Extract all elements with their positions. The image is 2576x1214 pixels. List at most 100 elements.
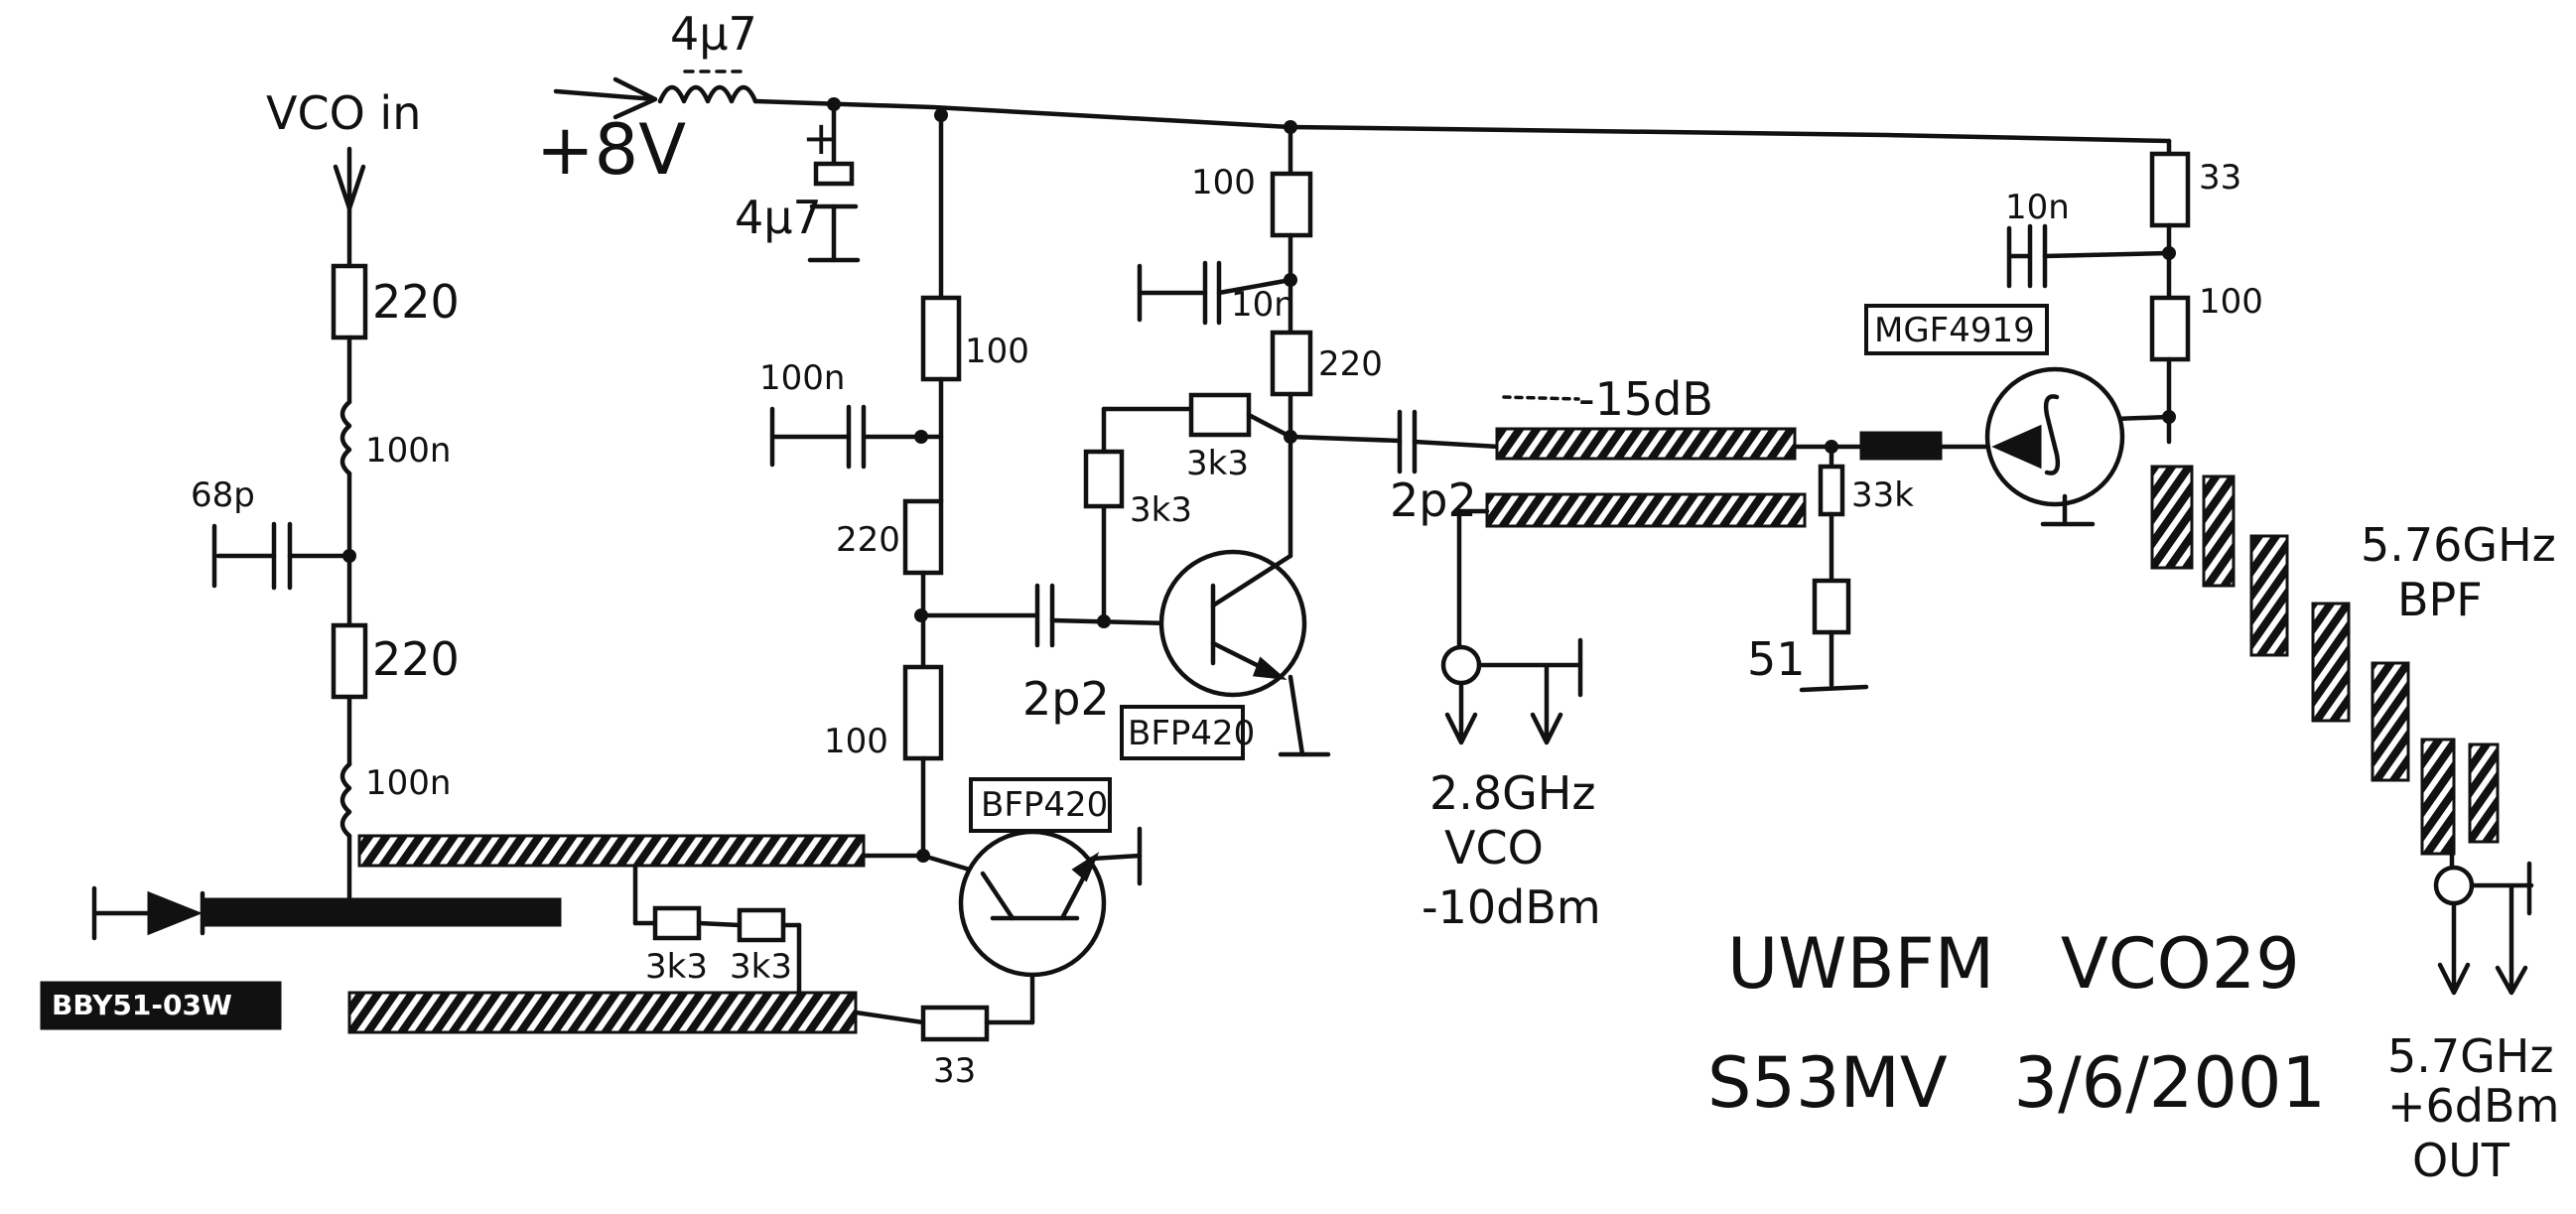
- q2-emitter-wire: [853, 1010, 926, 1025]
- vco-out-connector: [1440, 644, 1482, 686]
- electrolytic-plus: +: [802, 111, 841, 165]
- bpf-freq-label: 5.76GHz: [2361, 518, 2556, 572]
- choke-4u7: [657, 84, 758, 104]
- output-connector: [2433, 865, 2475, 906]
- supply-8v-label: +8V: [536, 109, 686, 191]
- q2-part-label: BFP420: [981, 785, 1108, 825]
- mmic-input-line: [1859, 431, 1943, 461]
- vco-out-arrow: [1444, 682, 1478, 745]
- output-level: +6dBm: [2387, 1079, 2559, 1133]
- resistor-100-b-label: 100: [824, 722, 888, 761]
- resistor-100-a-label: 100: [965, 332, 1029, 371]
- resistor-220-top-label: 220: [372, 275, 460, 329]
- coupler-coupled-line: [1485, 492, 1807, 528]
- q1-collector: [1210, 553, 1293, 608]
- bpf-resonator-6: [2420, 738, 2456, 856]
- resistor-33-a: [920, 1005, 990, 1042]
- resistor-33k: [1818, 464, 1845, 517]
- resistor-100-a: [920, 295, 962, 382]
- bpf-resonator-5: [2371, 661, 2410, 782]
- output-freq: 5.7GHz: [2387, 1029, 2554, 1083]
- resistor-220-c: [1270, 330, 1313, 397]
- vco-out-level: -10dBm: [1422, 880, 1601, 934]
- resistor-3k3-d-label: 3k3: [730, 947, 792, 987]
- c10n-wire: [1216, 277, 1293, 296]
- vco-out-name: VCO: [1444, 821, 1544, 875]
- mmic-arrow: [1991, 424, 2042, 470]
- q1-emitter-ground: [1288, 674, 1305, 757]
- supply-arrow: [553, 76, 658, 120]
- resistor-3k3-a-label: 3k3: [1130, 490, 1192, 530]
- q1-part-tag: [1120, 705, 1245, 760]
- ground-symbol: [1799, 684, 1869, 693]
- resistor-3k3-b-label: 3k3: [1186, 444, 1249, 483]
- output-arrow: [2437, 902, 2471, 996]
- resistor-220-mid-label: 220: [372, 632, 460, 686]
- microstrip-b: [347, 991, 858, 1034]
- q2-emitter-arrow: [1071, 852, 1100, 882]
- output-wire: [1288, 434, 1403, 444]
- microstrip-a: [357, 834, 866, 868]
- resistor-100-d: [2149, 295, 2191, 362]
- resistor-100-c-label: 100: [1191, 163, 1256, 202]
- capacitor-2p2-a-label: 2p2: [1022, 672, 1110, 726]
- capacitor-4u7-label: 4µ7: [735, 191, 822, 244]
- inductor-100n-top-label: 100n: [365, 431, 451, 471]
- coupler-dashes: [1502, 395, 1580, 401]
- bpf-label: BPF: [2397, 573, 2483, 626]
- capacitor-2p2-b-label: 2p2: [1390, 473, 1477, 527]
- q2-base-lead: [980, 871, 1016, 921]
- q2-collector-wire: [1089, 853, 1143, 862]
- vco-out-ground: [1476, 637, 1583, 745]
- resistor-51: [1812, 578, 1851, 635]
- resistor-220-b: [902, 498, 944, 576]
- choke-4u7-label: 4µ7: [670, 7, 757, 61]
- resistor-220-b-label: 220: [836, 520, 900, 560]
- resistor-33k-label: 33k: [1851, 475, 1914, 515]
- bpf-resonator-4: [2311, 602, 2351, 723]
- inductor-100n-bot-label: 100n: [365, 763, 451, 803]
- c10n-b-wire: [2042, 250, 2172, 259]
- vco-in-label: VCO in: [266, 86, 421, 140]
- coupler-label: -15dB: [1578, 372, 1713, 426]
- q1-emitter-arrow: [1252, 656, 1288, 681]
- varactor-diode: [147, 890, 203, 936]
- base-wire: [1049, 617, 1174, 626]
- capacitor-100n-label: 100n: [759, 358, 845, 398]
- q2-r3k3-wire-3: [696, 920, 743, 928]
- electrolytic-cap-4u7: [813, 161, 855, 187]
- resistor-100-d-label: 100: [2199, 282, 2263, 322]
- vco-out-freq: 2.8GHz: [1429, 766, 1596, 820]
- resonator-line: [201, 897, 562, 927]
- resistor-3k3-a: [1083, 449, 1125, 509]
- resistor-220-mid: [331, 622, 368, 700]
- resistor-100-b: [902, 664, 944, 761]
- mmic-part-tag: [1864, 304, 2049, 355]
- diode-ground: [91, 885, 152, 941]
- coupler-main-line: [1495, 427, 1797, 461]
- diode-part-tag: [40, 981, 282, 1030]
- resistor-3k3-c: [652, 905, 702, 941]
- feedback-wire-4: [1246, 412, 1293, 440]
- resistor-3k3-b: [1188, 392, 1252, 438]
- bpf-resonator-1: [2150, 465, 2194, 570]
- resistor-33-b: [2149, 151, 2191, 228]
- inductor-100n-top: [339, 399, 352, 476]
- supply-rail: [752, 98, 2172, 144]
- resistor-220-top: [331, 263, 368, 340]
- output-ground: [2469, 861, 2534, 996]
- bpf-resonator-7: [2468, 742, 2500, 844]
- mmic-amplifier: [1984, 366, 2125, 507]
- resistor-100-c: [1270, 171, 1313, 238]
- resistor-3k3-d: [737, 907, 786, 943]
- resistor-3k3-c-label: 3k3: [645, 947, 708, 987]
- resistor-33-b-label: 33: [2199, 158, 2241, 198]
- capacitor-10n-a-label: 10n: [1231, 285, 1295, 325]
- transistor-q1: [1158, 549, 1307, 698]
- diode-part-label: BBY51-03W: [52, 989, 232, 1021]
- resistor-33-a-label: 33: [933, 1051, 976, 1091]
- output-wire-2: [1412, 439, 1502, 450]
- capacitor-10n-b-label: 10n: [2005, 188, 2070, 227]
- author-date: S53MV 3/6/2001: [1707, 1042, 2326, 1124]
